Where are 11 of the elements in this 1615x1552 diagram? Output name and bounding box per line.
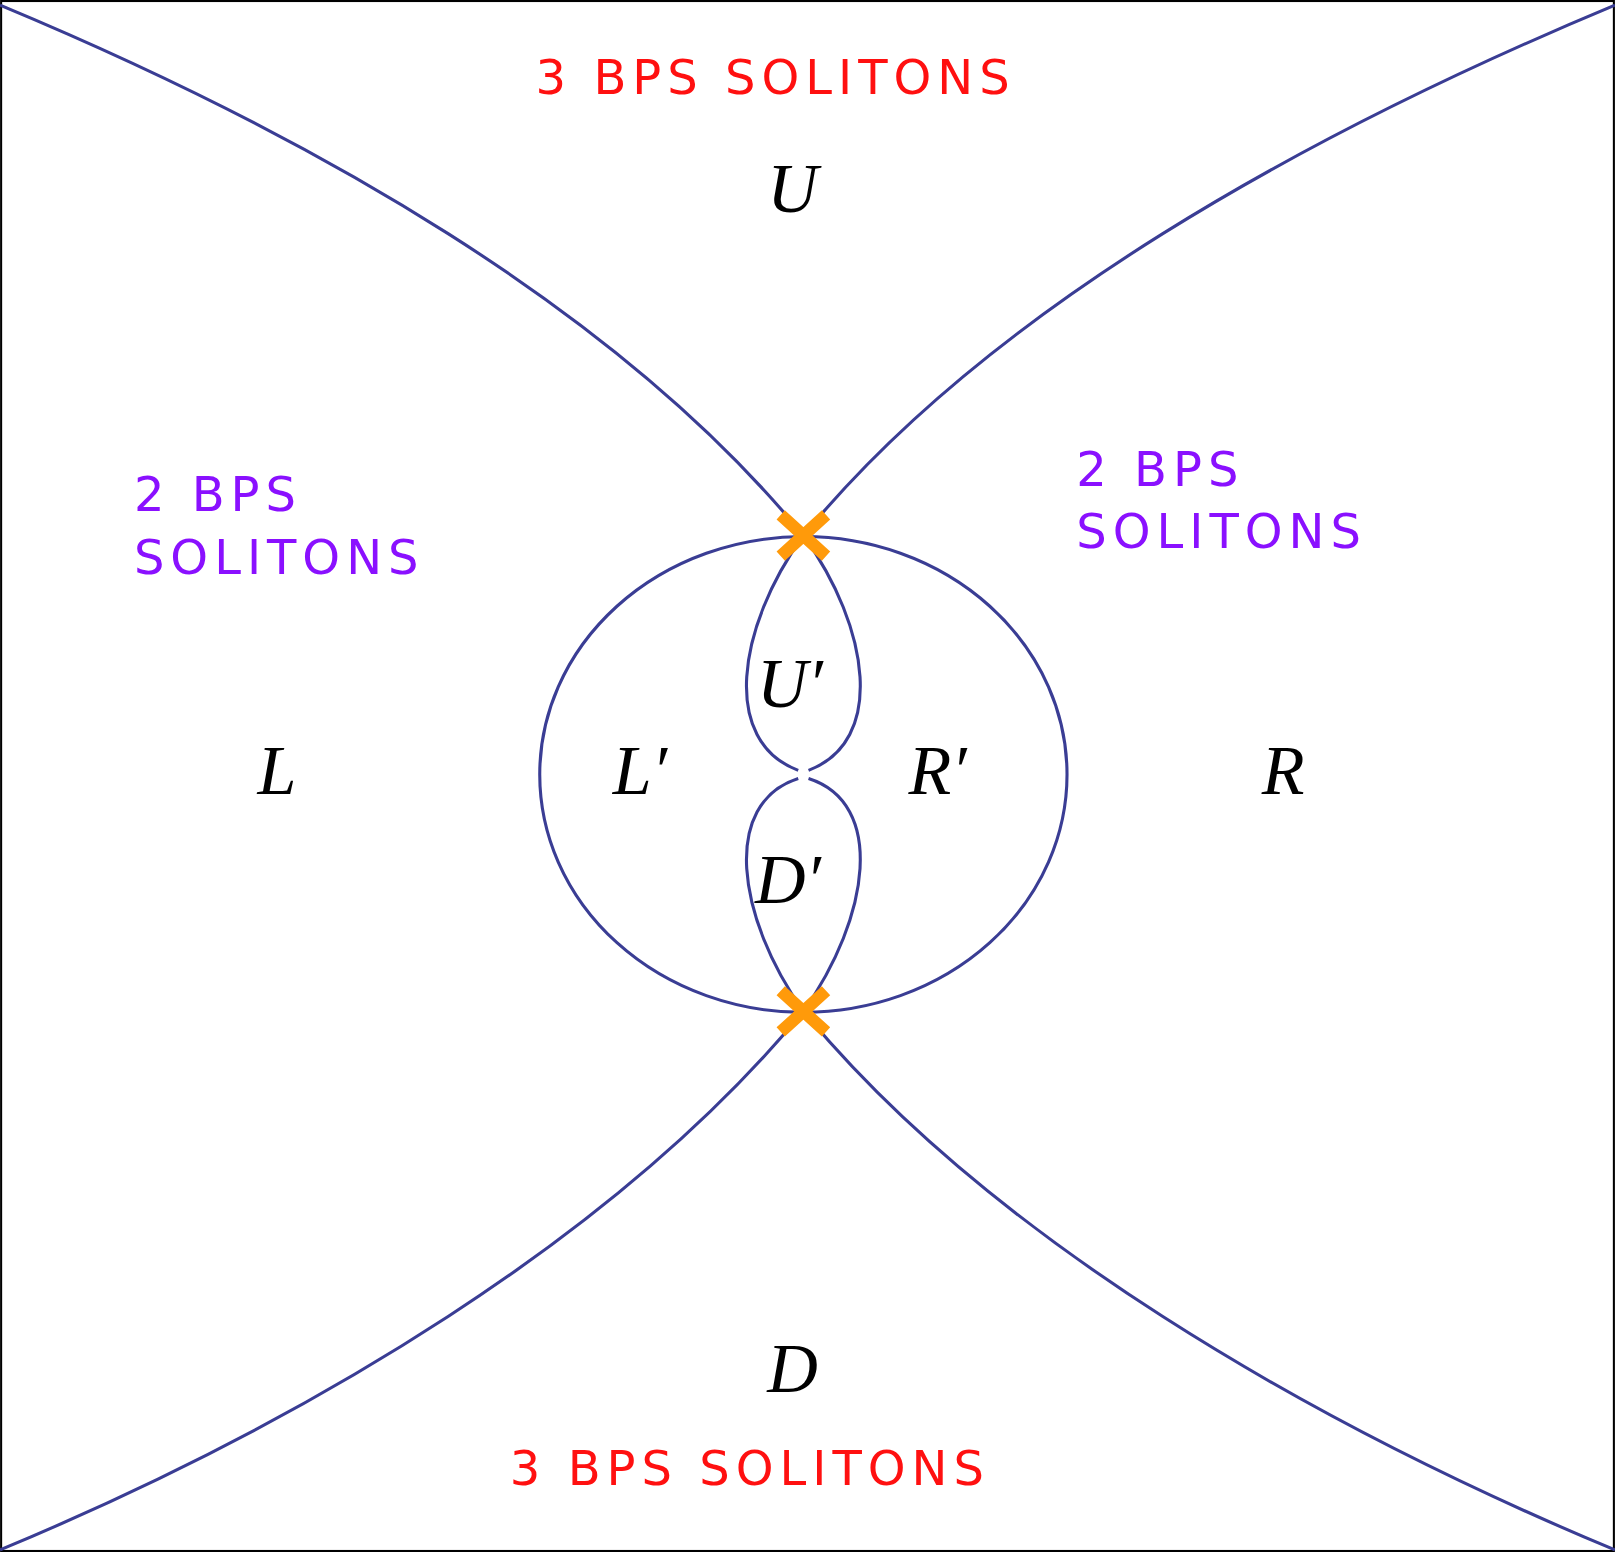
region-label: D′	[754, 844, 821, 915]
annotation-text: 2 BPS SOLITONS	[133, 465, 426, 587]
region-label: U′	[757, 648, 823, 719]
annotation-text: 3 BPS SOLITONS	[509, 1438, 990, 1498]
region-label: D	[767, 1333, 818, 1404]
region-label: L	[257, 736, 297, 807]
annotation-text: 2 BPS SOLITONS	[1076, 439, 1368, 562]
region-label: L′	[612, 736, 668, 807]
region-label: R′	[908, 736, 967, 807]
annotation-text: 3 BPS SOLITONS	[535, 48, 1016, 108]
region-label: R	[1261, 736, 1305, 807]
